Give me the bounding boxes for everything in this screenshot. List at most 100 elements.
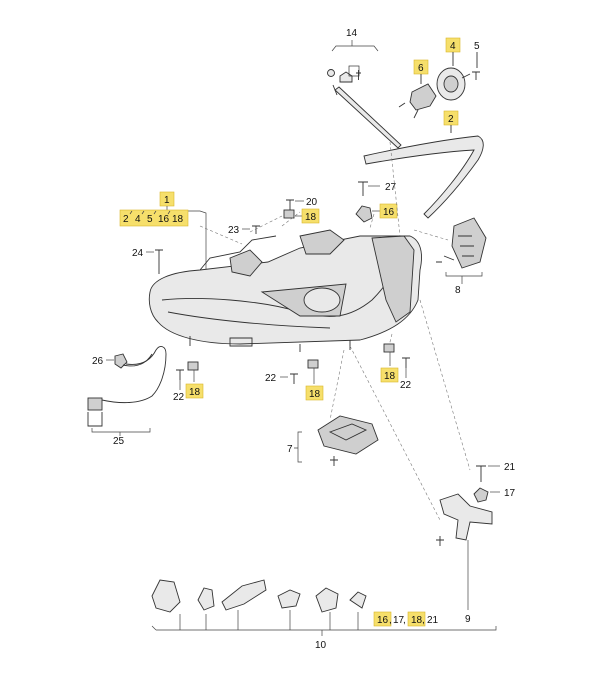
label-10: 10 <box>315 640 327 651</box>
screw-5: 5 <box>461 41 480 80</box>
group-10-item-21: 21 <box>427 615 439 626</box>
screw-icon <box>356 70 361 80</box>
group-10-16-highlight <box>373 611 392 627</box>
label-18: 18 <box>305 212 317 223</box>
label-26: 26 <box>92 356 104 367</box>
bracket-9: 9 <box>436 493 493 625</box>
label-18-highlight <box>305 385 324 401</box>
nut-18-right: 18 <box>380 343 399 383</box>
screw-icon <box>330 456 338 466</box>
group-1-highlight <box>119 209 189 227</box>
clip-nut-icon <box>383 343 395 353</box>
label-27: 27 <box>385 182 397 193</box>
label-18: 18 <box>189 387 201 398</box>
group-10-item-16: 16 <box>377 615 389 626</box>
screw-22-right: 22 <box>400 357 412 391</box>
mount-bracket-icon <box>229 249 263 277</box>
group-1-item-4: 4 <box>135 214 141 225</box>
svg-text:,: , <box>422 615 425 626</box>
group-10-labels: 16 17 18 21 , , , <box>373 611 439 627</box>
screw-icon <box>472 71 480 80</box>
label-22: 22 <box>400 380 412 391</box>
group-10-item-17: 17 <box>393 615 405 626</box>
clip-icon <box>473 487 489 503</box>
cap-4: 4 <box>436 37 466 101</box>
screw-and-clips-14 <box>327 65 402 149</box>
callout-14: 14 <box>331 28 379 52</box>
projector-lens-icon <box>303 287 341 313</box>
bolt-24: 24 <box>132 248 163 274</box>
repair-bracket-icon <box>151 579 181 613</box>
screw-icon <box>290 373 298 384</box>
svg-text:,: , <box>403 615 406 626</box>
label-1: 1 <box>164 195 170 206</box>
repair-brackets-10: 10 <box>151 579 497 651</box>
label-22: 22 <box>265 373 277 384</box>
label-18: 18 <box>384 371 396 382</box>
clip-nut-icon <box>307 359 319 369</box>
screw-icon <box>252 225 260 234</box>
label-14: 14 <box>346 28 358 39</box>
group-1-item-5: 5 <box>147 214 153 225</box>
screw-icon <box>358 181 368 196</box>
label-2: 2 <box>448 114 454 125</box>
label-21: 21 <box>504 462 516 473</box>
label-5: 5 <box>474 41 480 52</box>
label-25: 25 <box>113 436 125 447</box>
group-10-item-18: 18 <box>411 615 423 626</box>
clip-17: 17 <box>473 487 516 503</box>
screw-23: 23 <box>228 225 260 236</box>
label-6: 6 <box>418 63 424 74</box>
label-16: 16 <box>383 207 395 218</box>
screw-22-center: 22 <box>265 373 298 384</box>
bulb-socket-icon <box>409 83 437 111</box>
label-22: 22 <box>173 392 185 403</box>
screw-icon <box>286 199 294 210</box>
callout-1-group: 1 2 4 5 16 18 <box>119 191 207 300</box>
screw-icon <box>436 536 444 546</box>
connector-plug-icon <box>87 397 103 411</box>
nut-18-left: 18 <box>185 361 204 399</box>
headlight-housing <box>148 229 422 352</box>
label-17: 17 <box>504 488 516 499</box>
clip-16: 16 <box>355 203 398 223</box>
label-8: 8 <box>455 285 461 296</box>
repair-bracket-icon <box>349 591 367 609</box>
mounting-bracket-icon <box>439 493 493 541</box>
nut-18: 18 <box>283 208 320 224</box>
label-9: 9 <box>465 614 471 625</box>
group-1-item-18: 18 <box>172 214 184 225</box>
screw-21-right: 21 <box>476 462 516 482</box>
screw-27: 27 <box>358 181 397 196</box>
repair-bracket-icon <box>315 587 339 613</box>
adjuster-rod-icon <box>334 86 402 149</box>
control-unit-8: 8 <box>436 217 487 296</box>
label-23: 23 <box>228 225 240 236</box>
group-10-18-highlight <box>407 611 426 627</box>
repair-bracket-icon <box>277 589 301 609</box>
wiring-harness-25: 26 25 <box>87 346 167 447</box>
label-18: 18 <box>309 389 321 400</box>
nut-18-center: 18 <box>305 359 324 401</box>
label-4: 4 <box>450 41 456 52</box>
screw-icon <box>476 465 486 482</box>
clip-nut-icon <box>283 209 295 219</box>
top-mount-icon <box>299 229 345 255</box>
nut-icon <box>327 69 335 77</box>
label-7: 7 <box>287 444 293 455</box>
rear-housing-icon <box>371 235 415 323</box>
label-16-highlight <box>379 203 398 219</box>
connector-icon <box>114 353 128 369</box>
screw-20: 20 <box>286 197 318 210</box>
wire-icon <box>101 346 167 404</box>
clip-nut-icon <box>187 361 199 371</box>
group-1-item-16: 16 <box>158 214 170 225</box>
control-unit-icon <box>451 217 487 269</box>
repair-bracket-icon <box>221 579 267 611</box>
projection-lines <box>199 141 471 521</box>
led-module-7: 7 <box>287 415 379 466</box>
trim-strip-2: 2 <box>363 110 484 219</box>
bolt-icon <box>155 249 163 274</box>
clip-icon <box>355 205 373 223</box>
label-24: 24 <box>132 248 144 259</box>
